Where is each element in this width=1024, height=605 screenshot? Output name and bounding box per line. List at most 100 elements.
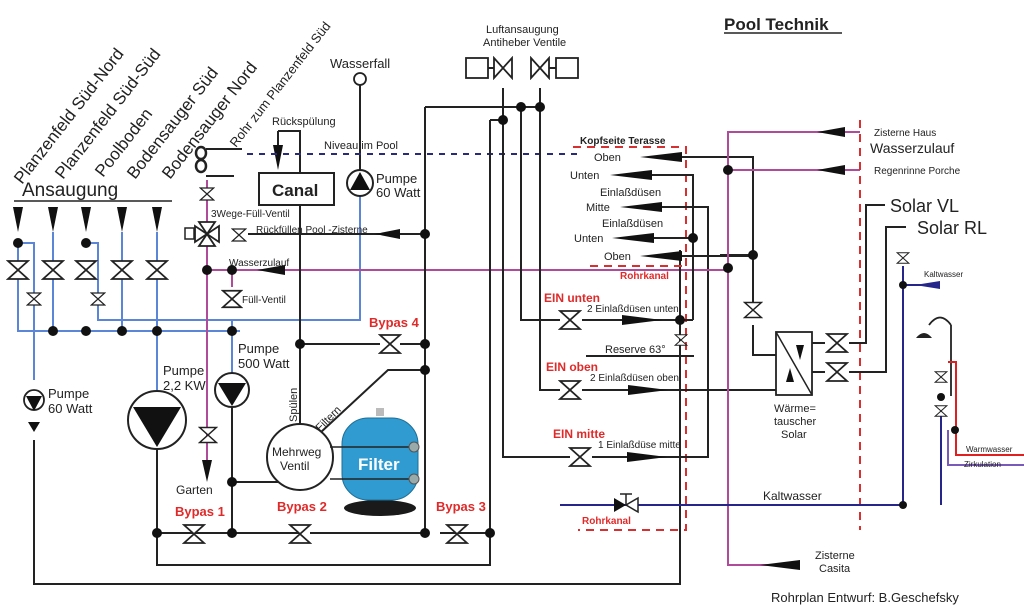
shower-valve-lower[interactable] bbox=[934, 405, 948, 417]
waterfall-label: Wasserfall bbox=[330, 56, 390, 71]
bypass-4-label: Bypas 4 bbox=[369, 315, 420, 330]
suction-labels: Planzenfeld Süd-Nord Planzenfeld Süd-Süd… bbox=[10, 19, 333, 188]
multiport-valve[interactable] bbox=[266, 423, 334, 491]
pump-500w[interactable] bbox=[214, 372, 250, 408]
inlet-arrow bbox=[152, 207, 162, 232]
flush-label: Spülen bbox=[288, 388, 300, 422]
circulation-label: Zirkulation bbox=[964, 460, 1001, 469]
cistern-casita-label: Zisterne bbox=[815, 550, 855, 562]
valve-5[interactable] bbox=[146, 260, 168, 280]
pipe-duct-label-bottom: Rohrkanal bbox=[582, 516, 631, 527]
bypass-4-valve[interactable] bbox=[379, 334, 401, 354]
filter-mode-label: Filtern bbox=[314, 404, 344, 434]
refill-arrow bbox=[375, 229, 400, 239]
fill-valve[interactable] bbox=[222, 289, 242, 309]
canal-label: Canal bbox=[272, 181, 318, 200]
valve-2[interactable] bbox=[42, 260, 64, 280]
three-way-fill-valve[interactable] bbox=[184, 221, 220, 247]
shower-valve-upper[interactable] bbox=[934, 371, 948, 383]
heat-exchanger-label: Solar bbox=[781, 429, 807, 441]
shower-icon bbox=[916, 316, 952, 396]
three-way-fill-valve-label: 3Wege-Füll-Ventil bbox=[211, 209, 290, 220]
water-inlet-label-left: Wasserzulauf bbox=[229, 258, 289, 269]
pump-2-2kw-label: Pumpe bbox=[163, 363, 204, 378]
credit-label: Rohrplan Entwurf: B.Geschefsky bbox=[771, 590, 959, 605]
pump-60w-left[interactable] bbox=[23, 389, 45, 411]
outlet-label-5: Oben bbox=[604, 251, 631, 263]
garden-valve[interactable] bbox=[198, 426, 218, 444]
main-pipes bbox=[33, 88, 681, 585]
inlet-arrow bbox=[117, 207, 127, 232]
rain-gutter-arrow bbox=[817, 165, 845, 175]
cistern-casita-label: Casita bbox=[819, 563, 851, 575]
filter-label: Filter bbox=[358, 455, 400, 474]
refill-label: Rückfüllen Pool -Zisterne bbox=[256, 225, 368, 236]
valve-1[interactable] bbox=[7, 260, 29, 280]
inlet-middle-desc: 1 Einlaßdüse mitte bbox=[598, 440, 681, 451]
filter-tank bbox=[330, 408, 420, 516]
pump-500w-label: Pumpe bbox=[238, 341, 279, 356]
page-title: Pool Technik bbox=[724, 15, 829, 34]
backwash-label: Rückspülung bbox=[272, 116, 336, 128]
terrace-side-label: Kopfseite Terasse bbox=[580, 136, 666, 147]
pump-60w-top[interactable] bbox=[346, 169, 374, 197]
air-intake-label: Antiheber Ventile bbox=[483, 37, 566, 49]
solar-heat-exchanger bbox=[775, 331, 813, 396]
valve-4[interactable] bbox=[111, 260, 133, 280]
inlet-arrow bbox=[13, 207, 23, 232]
inlet-middle-label: EIN mitte bbox=[553, 427, 605, 441]
three-way-upper-valve[interactable] bbox=[199, 187, 215, 201]
valve-3[interactable] bbox=[75, 260, 97, 280]
drain-valve-2[interactable] bbox=[90, 292, 106, 306]
circulation-pipe bbox=[947, 430, 1024, 466]
cold-water-valve[interactable] bbox=[896, 252, 910, 264]
outlet-label-1: Oben bbox=[594, 152, 621, 164]
inlet-arrow-bottom bbox=[622, 315, 662, 325]
heat-exchanger-valve[interactable] bbox=[743, 301, 763, 319]
cold-water-arrow bbox=[915, 281, 940, 289]
anti-siphon-valve-2[interactable] bbox=[530, 57, 579, 79]
pump-60w-top-label: 60 Watt bbox=[376, 185, 421, 200]
pipe-duct-boundary bbox=[573, 146, 687, 531]
bypass-1-label: Bypas 1 bbox=[175, 504, 225, 519]
reserve-valve[interactable] bbox=[674, 334, 688, 346]
anti-siphon-valve-1[interactable] bbox=[465, 57, 513, 79]
waterfall-icon bbox=[353, 72, 367, 86]
multiport-valve-label: Mehrweg bbox=[272, 445, 321, 459]
canal-box bbox=[258, 172, 335, 206]
bypass-2-label: Bypas 2 bbox=[277, 499, 327, 514]
inlet-valve-middle[interactable] bbox=[569, 447, 591, 467]
pump-500w-label: 500 Watt bbox=[238, 356, 290, 371]
outlet-sub-3: Mitte bbox=[586, 202, 610, 214]
outlet-label-4: Einlaßdüsen bbox=[602, 218, 663, 230]
bypass-3-label: Bypas 3 bbox=[436, 499, 486, 514]
outlet-arrows bbox=[610, 152, 682, 261]
suction-valves bbox=[7, 260, 168, 306]
refill-valve[interactable] bbox=[231, 228, 247, 242]
inlet-valve-top[interactable] bbox=[559, 380, 581, 400]
inlet-arrow-top bbox=[628, 385, 668, 395]
pipe-duct-label-top: Rohrkanal bbox=[620, 271, 669, 282]
cistern-house-label: Zisterne Haus bbox=[874, 128, 936, 139]
solar-return-valve[interactable] bbox=[826, 362, 848, 382]
outlet-label-2: Unten bbox=[570, 170, 599, 182]
air-intake-label: Luftansaugung bbox=[486, 24, 559, 36]
heat-exchanger-label: tauscher bbox=[774, 416, 817, 428]
suction-inlets bbox=[13, 207, 162, 232]
inlet-arrow-middle bbox=[627, 452, 667, 462]
inlet-bottom-desc: 2 Einlaßdüsen unten bbox=[587, 304, 679, 315]
solar-flow-valve[interactable] bbox=[826, 333, 848, 353]
outlet-sub-4: Unten bbox=[574, 233, 603, 245]
inlet-top-desc: 2 Einlaßdüsen oben bbox=[590, 373, 679, 384]
solar-flow-label: Solar VL bbox=[890, 196, 959, 216]
pump-2-2kw[interactable] bbox=[127, 390, 187, 450]
cold-water-inlet-valve[interactable] bbox=[614, 493, 639, 514]
pump-60w-top-label: Pumpe bbox=[376, 171, 417, 186]
pump-2-2kw-label: 2,2 KW bbox=[163, 378, 206, 393]
pump-60w-left-label: Pumpe bbox=[48, 386, 89, 401]
drain-valve-1[interactable] bbox=[26, 292, 42, 306]
pool-level-label: Niveau im Pool bbox=[324, 140, 398, 152]
inlet-valve-bottom[interactable] bbox=[559, 310, 581, 330]
suction-heading: Ansaugung bbox=[22, 180, 118, 201]
